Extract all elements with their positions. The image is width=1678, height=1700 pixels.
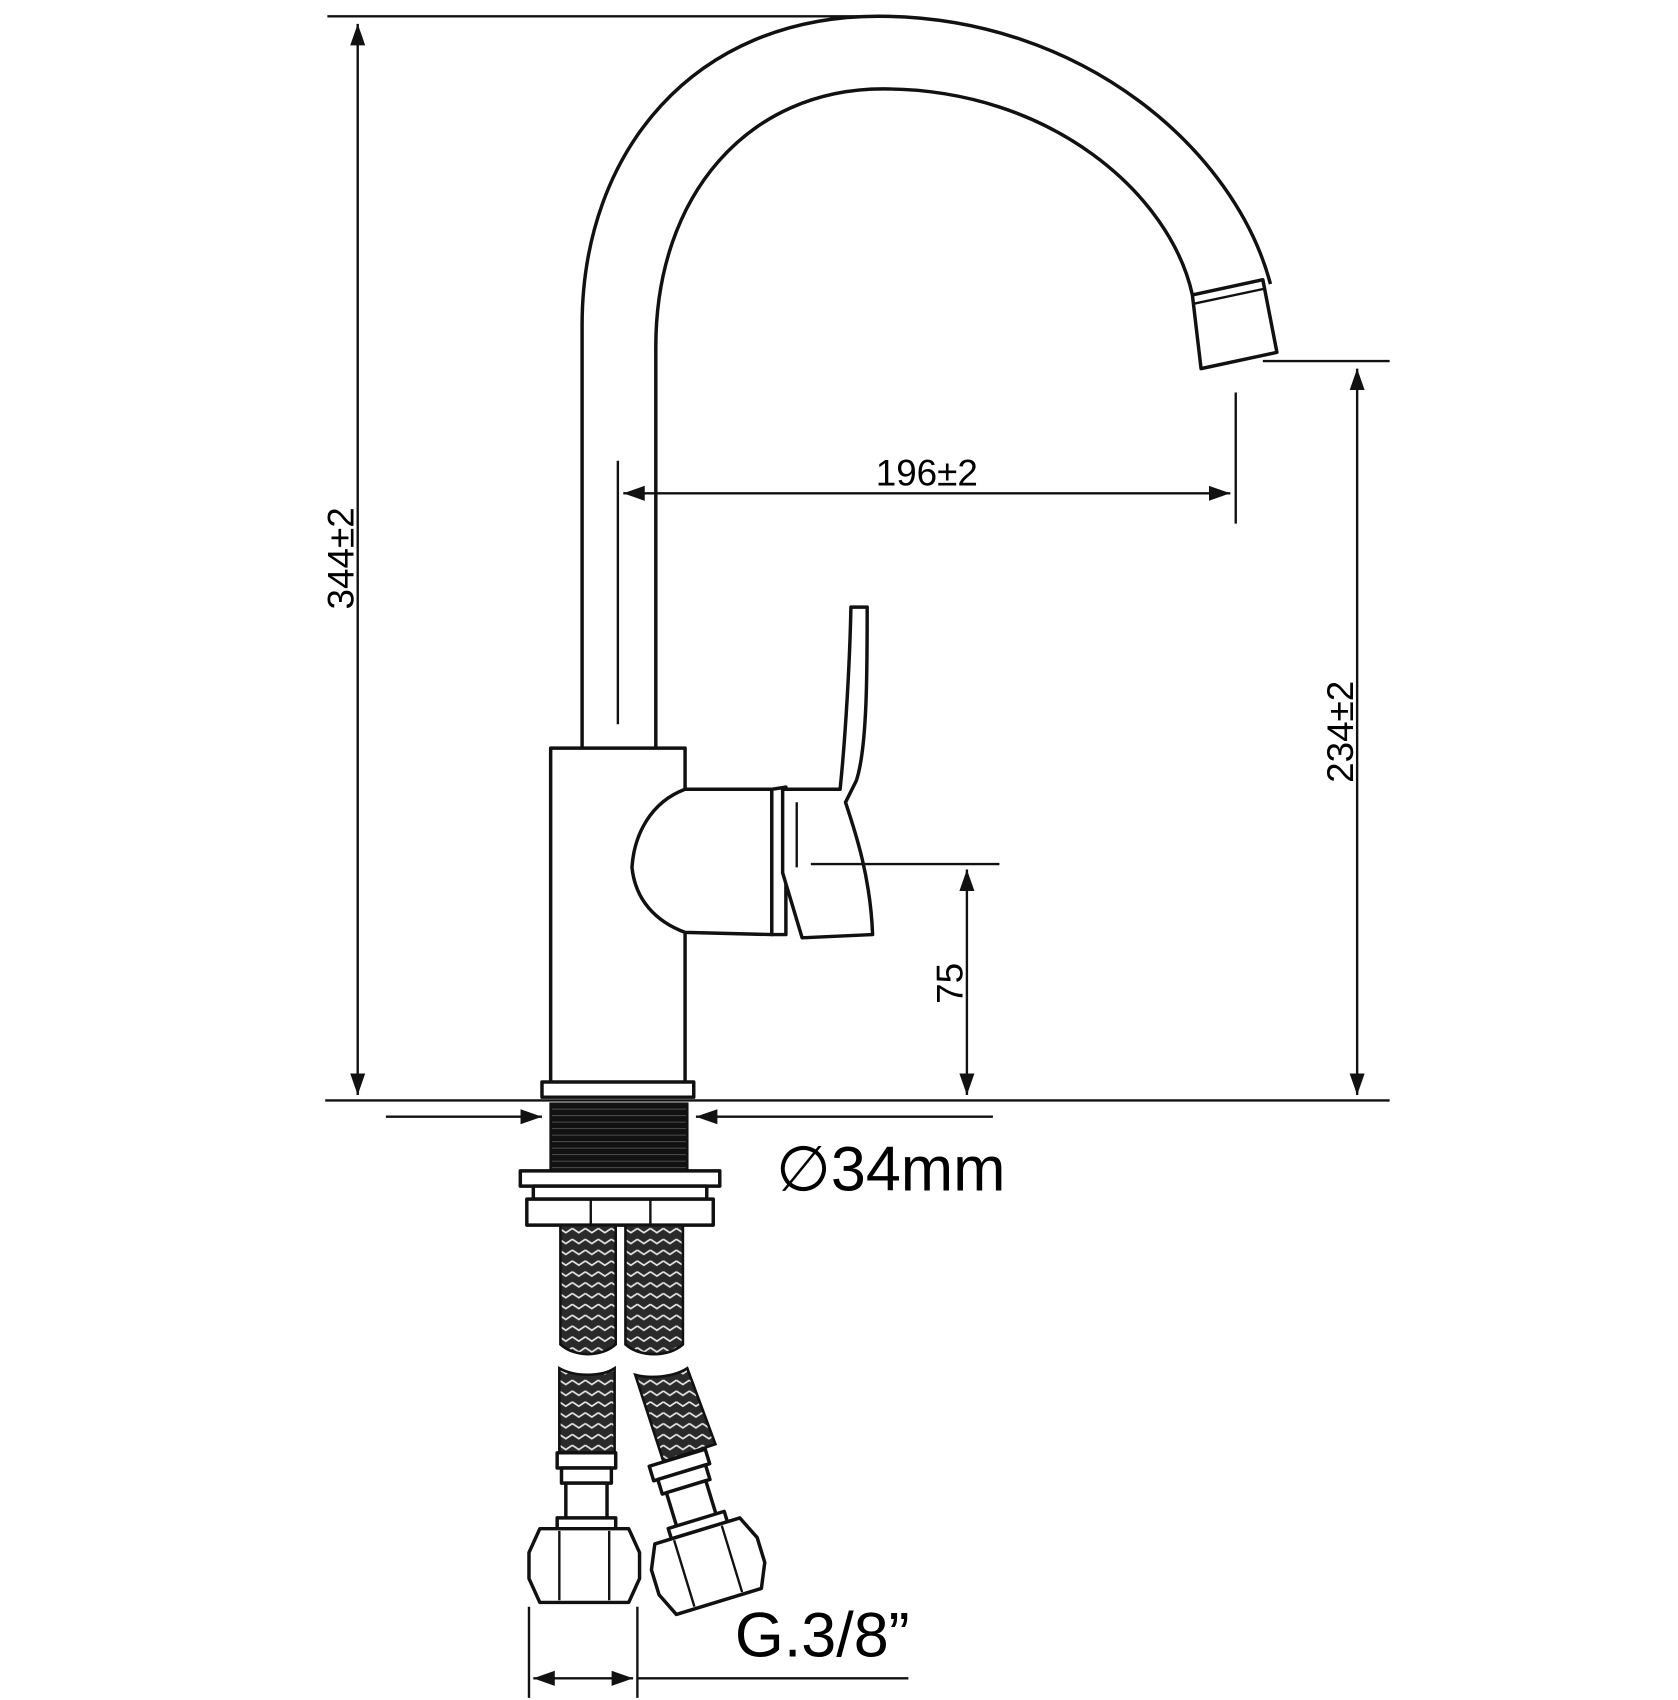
mounting-shank	[518, 1102, 722, 1227]
mounting-hole-dimension: ∅34mm	[385, 1109, 1006, 1204]
spout-reach-label: 196±2	[876, 453, 978, 494]
faucet-body	[540, 14, 1279, 1099]
supply-hoses	[558, 1223, 718, 1464]
total-height-dimension: 344±2	[320, 15, 889, 1096]
spout-reach-dimension: 196±2	[616, 392, 1237, 725]
hose-thread-dimension: G.3/8”	[527, 1601, 910, 1698]
handle-height-dimension: 75	[810, 862, 1000, 1096]
handle-height-label: 75	[930, 963, 971, 1004]
left-hose-fitting	[527, 1451, 642, 1605]
spout-height-label: 234±2	[1320, 681, 1361, 783]
hose-thread-label: G.3/8”	[735, 1601, 910, 1671]
total-height-label: 344±2	[320, 507, 361, 609]
spout-height-dimension: 234±2	[1262, 359, 1390, 1096]
mounting-hole-label: ∅34mm	[776, 1134, 1005, 1204]
right-hose-fitting	[647, 1447, 767, 1617]
